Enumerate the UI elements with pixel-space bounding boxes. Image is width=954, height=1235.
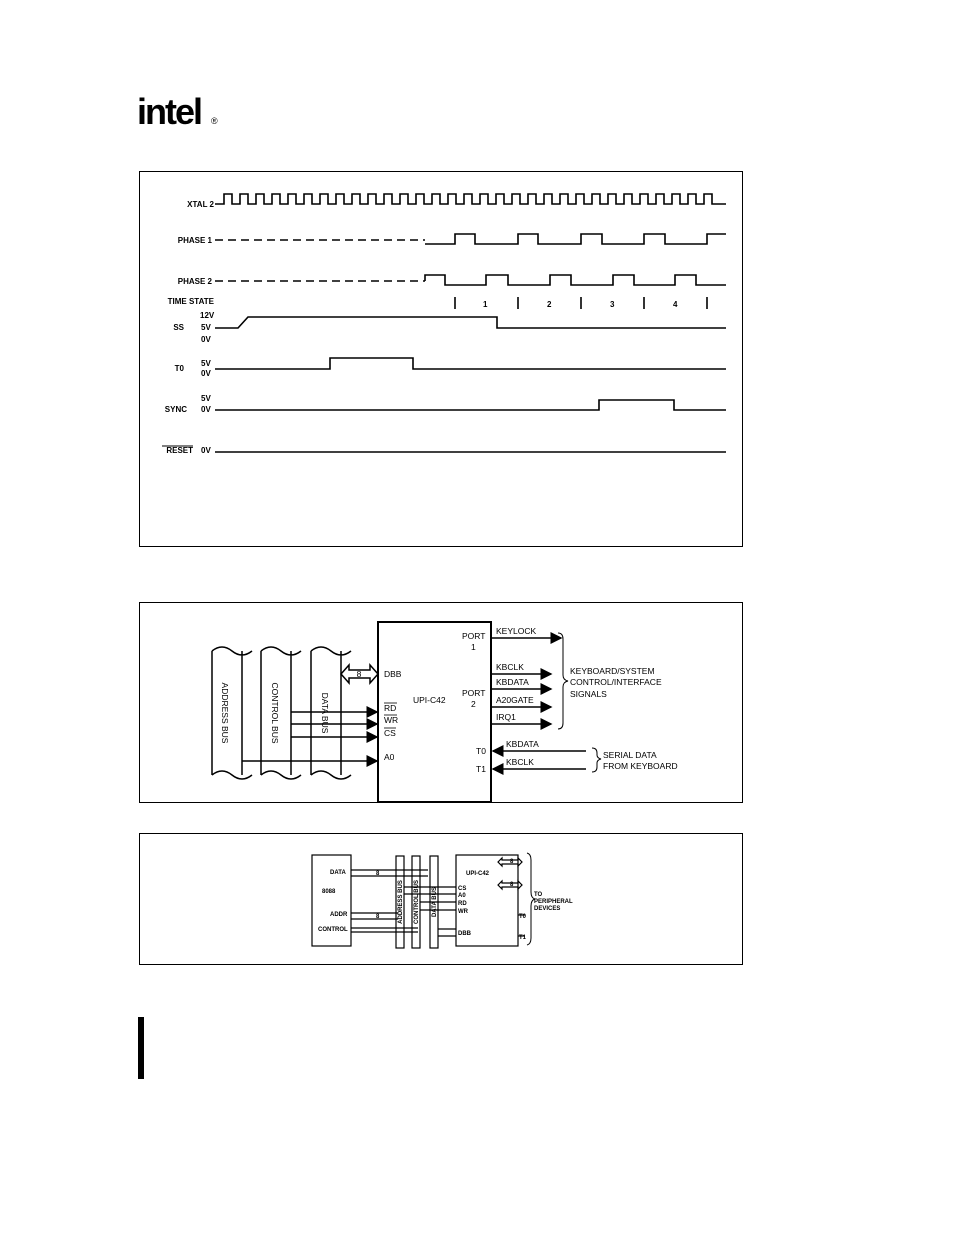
address-bus-bar xyxy=(395,855,405,949)
port2-num: 2 xyxy=(471,699,476,709)
reset-0v: 0V xyxy=(201,446,211,455)
group1-line3: SIGNALS xyxy=(570,689,607,699)
port-bus-2 xyxy=(497,879,523,891)
pin-wr: WR xyxy=(458,909,469,915)
upi-c42-block xyxy=(455,854,519,947)
port-bus-1 xyxy=(497,856,523,868)
address-bus-label: ADDRESS BUS xyxy=(398,880,404,924)
change-bar xyxy=(138,1017,144,1079)
group1-line2: CONTROL/INTERFACE xyxy=(570,677,662,687)
pin-a0: A0 xyxy=(458,893,466,899)
port2-label: PORT xyxy=(462,688,485,698)
dbb-width-label: 8 xyxy=(357,669,362,679)
peripheral-brace xyxy=(526,852,536,946)
in-kbdata: KBDATA xyxy=(506,739,539,749)
pin-t0: T0 xyxy=(476,746,486,756)
data-bus-label: DATA BUS xyxy=(320,693,330,734)
time-state-ticks xyxy=(454,297,708,309)
cpu-label: 8088 xyxy=(322,889,336,895)
dest-line1: TO xyxy=(534,892,543,898)
phase1-waveform xyxy=(425,233,726,245)
pin-cs: CS xyxy=(384,728,396,738)
sync-0v: 0V xyxy=(201,405,211,414)
data-bus-label: DATA BUS xyxy=(432,887,438,917)
signals-brace xyxy=(557,632,569,730)
control-bus-shape xyxy=(260,646,302,780)
label-phase2: PHASE 2 xyxy=(178,277,213,286)
pin-a0: A0 xyxy=(384,752,395,762)
label-phase1: PHASE 1 xyxy=(178,236,213,245)
pin-cs: CS xyxy=(458,886,466,892)
timing-diagram-panel: XTAL 2 PHASE 1 PHASE 2 TIME STATE SS T0 … xyxy=(139,171,743,547)
control-bus-label: CONTROL BUS xyxy=(270,682,280,743)
xtal2-waveform xyxy=(215,193,726,205)
address-bus-shape xyxy=(211,646,253,780)
pin-wr: WR xyxy=(384,715,398,725)
port-width-2: 8 xyxy=(510,882,514,888)
port1-label: PORT xyxy=(462,631,485,641)
logo-text: intel xyxy=(137,91,201,130)
label-ss: SS xyxy=(173,323,184,332)
pin-rd: RD xyxy=(384,703,396,713)
label-xtal2: XTAL 2 xyxy=(187,200,214,209)
t0-waveform xyxy=(215,357,726,370)
state-3: 3 xyxy=(610,300,615,309)
sync-waveform xyxy=(215,399,726,411)
control-bus-label: CONTROL BUS xyxy=(414,880,420,924)
pin-dbb: DBB xyxy=(384,669,402,679)
group2-line1: SERIAL DATA xyxy=(603,750,657,760)
out-a20gate: A20GATE xyxy=(496,695,534,705)
intel-logo: intel ® xyxy=(137,90,227,132)
timing-diagram: XTAL 2 PHASE 1 PHASE 2 TIME STATE SS T0 … xyxy=(162,193,726,455)
data-bus-shape xyxy=(310,646,352,780)
pin-t0: T0 xyxy=(519,914,527,920)
pin-t1: T1 xyxy=(519,935,527,941)
group2-line2: FROM KEYBOARD xyxy=(603,761,678,771)
label-sync: SYNC xyxy=(165,405,187,414)
cpu-pin-control: CONTROL xyxy=(318,927,348,933)
cpu-pin-data: DATA xyxy=(330,870,346,876)
t0-5v: 5V xyxy=(201,359,211,368)
addr-width: 8 xyxy=(376,914,380,920)
port1-num: 1 xyxy=(471,642,476,652)
phase2-waveform xyxy=(424,274,726,286)
address-bus-label: ADDRESS BUS xyxy=(220,683,230,744)
label-time-state: TIME STATE xyxy=(168,297,215,306)
cpu-pin-addr: ADDR xyxy=(330,912,348,918)
cpu-8088-block xyxy=(311,854,352,947)
ss-12v: 12V xyxy=(200,311,215,320)
out-kbclk: KBCLK xyxy=(496,662,524,672)
in-kbclk: KBCLK xyxy=(506,757,534,767)
out-kbdata: KBDATA xyxy=(496,677,529,687)
pin-dbb: DBB xyxy=(458,931,472,937)
keyboard-interface-diagram: ADDRESS BUS CONTROL BUS DATA BUS 8 DBB R… xyxy=(139,602,743,803)
state-2: 2 xyxy=(547,300,552,309)
out-keylock: KEYLOCK xyxy=(496,626,536,636)
state-4: 4 xyxy=(673,300,678,309)
dest-line3: DEVICES xyxy=(534,906,560,912)
chip-label: UPI-C42 xyxy=(413,695,446,705)
ss-0v: 0V xyxy=(201,335,211,344)
interface-8088-diagram: DATA 8088 ADDR CONTROL 8 8 ADDRESS BUS C… xyxy=(139,833,743,965)
pin-t1: T1 xyxy=(476,764,486,774)
port-width-1: 8 xyxy=(510,859,514,865)
group1-line1: KEYBOARD/SYSTEM xyxy=(570,666,655,676)
out-irq1: IRQ1 xyxy=(496,712,516,722)
t0-0v: 0V xyxy=(201,369,211,378)
data-width: 8 xyxy=(376,871,380,877)
pin-rd: RD xyxy=(458,901,467,907)
dbb-bus-arrow xyxy=(339,663,380,685)
sync-5v: 5V xyxy=(201,394,211,403)
ss-5v: 5V xyxy=(201,323,211,332)
label-t0: T0 xyxy=(175,364,185,373)
registered-mark: ® xyxy=(211,116,218,126)
label-reset: RESET xyxy=(166,446,193,455)
dest-line2: PERIPHERAL xyxy=(534,899,573,905)
chip-label: UPI-C42 xyxy=(466,871,490,877)
serial-brace xyxy=(591,747,602,773)
state-1: 1 xyxy=(483,300,488,309)
ss-waveform xyxy=(215,316,726,329)
